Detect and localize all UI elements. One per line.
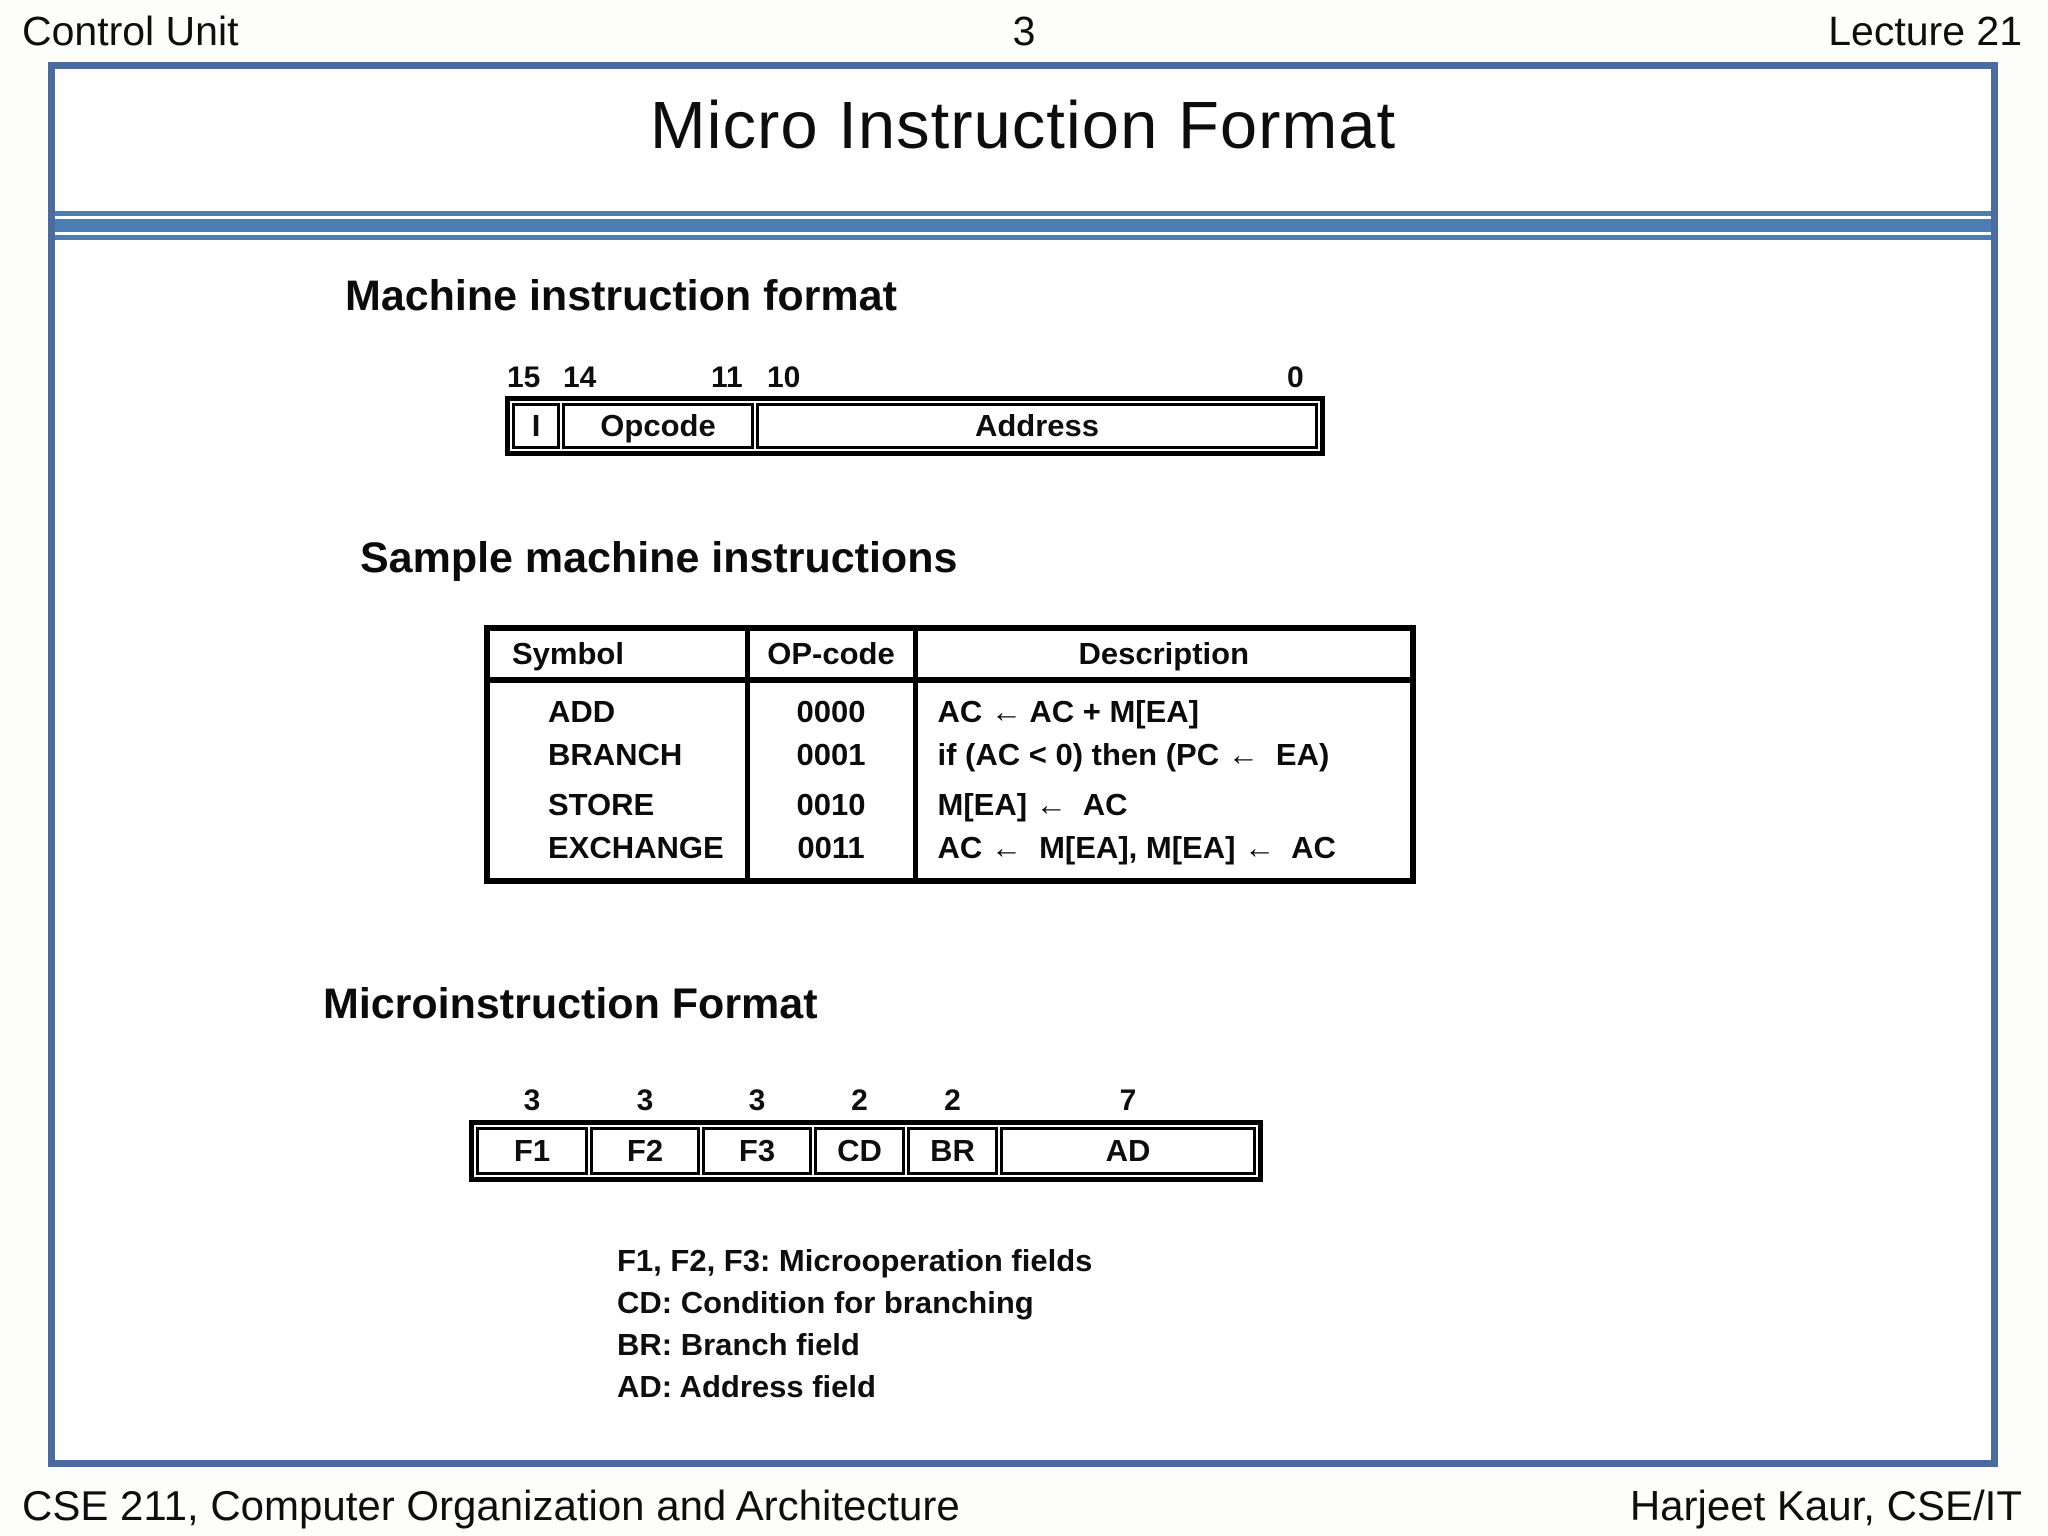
width-f1: 3 bbox=[523, 1084, 541, 1117]
cell-symbol: BRANCH bbox=[484, 730, 750, 780]
table-header-row: Symbol OP-code Description bbox=[484, 625, 1416, 683]
bit-label-0: 0 bbox=[1287, 361, 1304, 394]
cell-symbol: EXCHANGE bbox=[484, 830, 750, 881]
machine-format-heading: Machine instruction format bbox=[345, 272, 897, 320]
cell-description: AC ← AC + M[EA] bbox=[912, 680, 1416, 730]
bit-label-10: 10 bbox=[767, 361, 801, 394]
bit-label-11: 11 bbox=[711, 361, 743, 394]
legend-line-condition: CD: Condition for branching bbox=[617, 1285, 1034, 1320]
field-br: BR bbox=[907, 1127, 998, 1175]
field-address: Address bbox=[756, 403, 1318, 449]
cell-symbol: ADD bbox=[484, 680, 750, 730]
legend-line-microoperation: F1, F2, F3: Microoperation fields bbox=[617, 1243, 1093, 1278]
sample-instructions-heading: Sample machine instructions bbox=[360, 534, 958, 582]
field-f3: F3 bbox=[702, 1127, 812, 1175]
microinstruction-fields: F1 F2 F3 CD BR AD bbox=[469, 1120, 1263, 1182]
field-opcode: Opcode bbox=[562, 403, 754, 449]
cell-description: M[EA] ← AC bbox=[912, 780, 1416, 830]
field-ad: AD bbox=[1000, 1127, 1256, 1175]
column-header-description: Description bbox=[912, 625, 1416, 683]
bit-label-14: 14 bbox=[563, 361, 597, 394]
cell-symbol: STORE bbox=[484, 780, 750, 830]
header-lecture-number: Lecture 21 bbox=[1828, 8, 2022, 54]
cell-opcode: 0011 bbox=[744, 830, 918, 881]
cell-opcode: 0001 bbox=[744, 730, 918, 780]
field-f1: F1 bbox=[476, 1127, 588, 1175]
cell-opcode: 0000 bbox=[744, 680, 918, 730]
separator-line-middle bbox=[55, 219, 1991, 232]
cell-description: if (AC < 0) then (PC ← EA) bbox=[912, 730, 1416, 780]
micro-format-heading: Microinstruction Format bbox=[323, 980, 818, 1028]
table-row: EXCHANGE 0011 AC ← M[EA], M[EA] ← AC bbox=[484, 830, 1416, 881]
table-row: STORE 0010 M[EA] ← AC bbox=[484, 780, 1416, 830]
width-f3: 3 bbox=[748, 1084, 766, 1117]
table-row: BRANCH 0001 if (AC < 0) then (PC ← EA) bbox=[484, 730, 1416, 780]
column-header-symbol: Symbol bbox=[484, 625, 750, 683]
footer-author: Harjeet Kaur, CSE/IT bbox=[1629, 1482, 2022, 1529]
title-separator bbox=[55, 211, 1991, 240]
field-i: I bbox=[512, 403, 560, 449]
cell-description: AC ← M[EA], M[EA] ← AC bbox=[912, 830, 1416, 881]
separator-line-bottom bbox=[55, 235, 1991, 240]
micro-bit-widths: 3 3 3 2 2 7 bbox=[469, 1086, 1263, 1120]
table-row: ADD 0000 AC ← AC + M[EA] bbox=[484, 680, 1416, 730]
field-f2: F2 bbox=[590, 1127, 700, 1175]
column-header-opcode: OP-code bbox=[744, 625, 918, 683]
footer-course-name: CSE 211, Computer Organization and Archi… bbox=[22, 1482, 960, 1529]
field-cd: CD bbox=[814, 1127, 905, 1175]
sample-instructions-table: Symbol OP-code Description ADD 0000 AC ←… bbox=[484, 625, 1416, 884]
width-cd: 2 bbox=[851, 1084, 868, 1117]
header-page-number: 3 bbox=[1012, 8, 1036, 54]
width-ad: 7 bbox=[1119, 1084, 1137, 1117]
legend-line-branch: BR: Branch field bbox=[617, 1327, 860, 1362]
machine-instruction-fields: I Opcode Address bbox=[505, 396, 1325, 456]
separator-line-top bbox=[55, 211, 1991, 216]
width-f2: 3 bbox=[636, 1084, 654, 1117]
width-br: 2 bbox=[944, 1084, 961, 1117]
field-legend: F1, F2, F3: Microoperation fields CD: Co… bbox=[617, 1240, 1092, 1408]
bit-label-15: 15 bbox=[507, 361, 541, 394]
microinstruction-diagram: 3 3 3 2 2 7 F1 F2 F3 CD BR AD bbox=[469, 1086, 1263, 1182]
header-course-topic: Control Unit bbox=[22, 8, 239, 54]
cell-opcode: 0010 bbox=[744, 780, 918, 830]
legend-line-address: AD: Address field bbox=[617, 1369, 876, 1404]
slide-title: Micro Instruction Format bbox=[649, 88, 1397, 163]
